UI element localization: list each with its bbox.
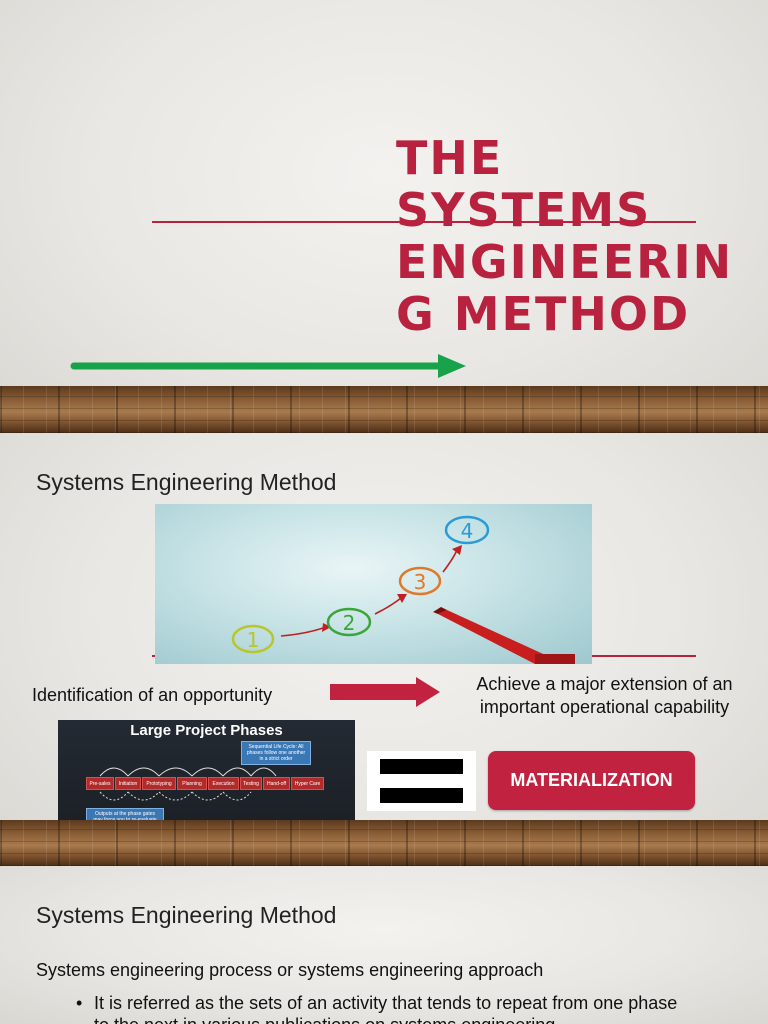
step-label-4: 4 [461,519,474,543]
equals-bar-top [380,759,463,774]
steps-photo: 1 2 3 4 [155,504,592,664]
bullet-text: It is referred as the sets of an activit… [94,992,736,1024]
steps-illustration: 1 2 3 4 [231,515,575,664]
capability-text-line-1: Achieve a major extension of an [476,674,733,694]
phase-handoff: Hand-off [263,777,290,790]
capability-text: Achieve a major extension of an importan… [462,673,747,719]
phase-loops [99,767,277,801]
capability-text-line-2: important operational capability [479,697,730,717]
step-label-3: 3 [414,570,427,594]
equals-sign-icon [367,751,476,811]
equals-bar-bottom [380,788,463,803]
phase-prototyping: Prototyping [142,777,176,790]
subheading-text: Systems engineering process or systems e… [36,960,544,980]
step-circle-4 [444,515,490,545]
phase-planning: Planning [177,777,207,790]
phase-testing: Testing [240,777,262,790]
phase-presales: Pre-sales [86,777,114,790]
step-circle-3 [398,566,442,596]
title-underline [152,221,696,223]
bullet-text-line-2: to the next in various publications on s… [94,1014,736,1024]
step-label-2: 2 [343,611,356,635]
bullet-text-line-1: It is referred as the sets of an activit… [94,993,678,1013]
step-circle-1 [231,624,275,654]
slide-title: THE SYSTEMS ENGINEERIN G METHOD [0,0,768,433]
bullet-dot-icon: • [76,993,83,1013]
slide-heading: Systems Engineering Method [36,902,337,928]
slide-heading: Systems Engineering Method [36,469,337,495]
phase-execution: Execution [208,777,239,790]
green-arrow-icon [70,354,466,378]
right-arrow-icon [330,677,440,707]
marker-pen-icon [433,607,575,664]
slide-method-details: Systems Engineering Method Systems engin… [0,866,768,1024]
step-circle-2 [326,607,372,637]
phases-image-title: Large Project Phases [130,722,283,739]
sequential-callout: Sequential Life Cycle: All phases follow… [241,741,311,765]
phase-initiation: Initiation [115,777,141,790]
phase-hypercare: Hyper Care [291,777,324,790]
slide-title-text: THE SYSTEMS ENGINEERIN G METHOD [396,131,734,341]
wood-floor [0,386,768,433]
opportunity-text: Identification of an opportunity [32,685,273,705]
step-label-1: 1 [247,628,260,652]
wood-floor [0,820,768,866]
bullet-item: • It is referred as the sets of an activ… [76,992,736,1024]
materialization-button[interactable]: MATERIALIZATION [488,751,695,810]
slide-method-overview: Systems Engineering Method 1 2 3 4 Ident… [0,433,768,866]
